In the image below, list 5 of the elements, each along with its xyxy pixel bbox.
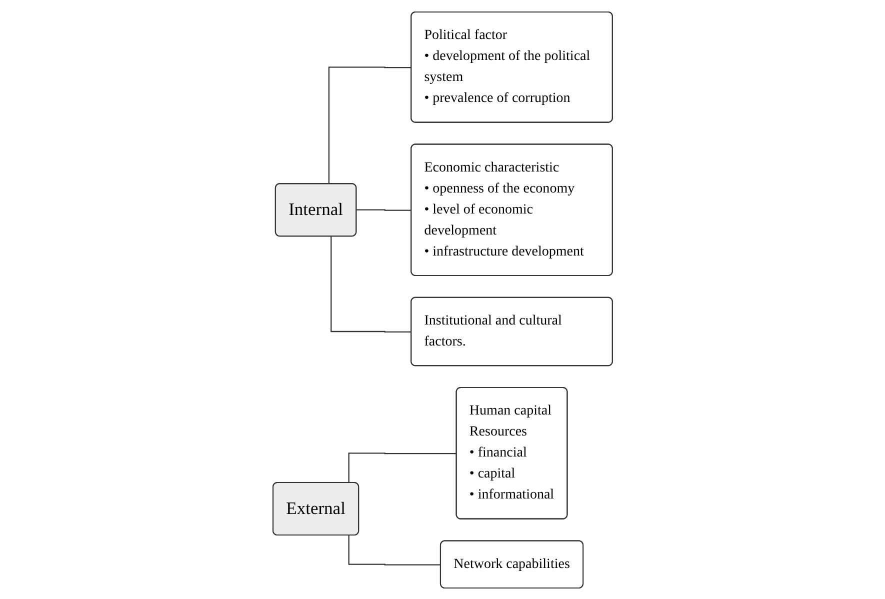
connector (348, 452, 457, 482)
connector (356, 208, 412, 210)
connector (328, 66, 412, 184)
connector (348, 534, 441, 565)
connector (330, 236, 412, 332)
